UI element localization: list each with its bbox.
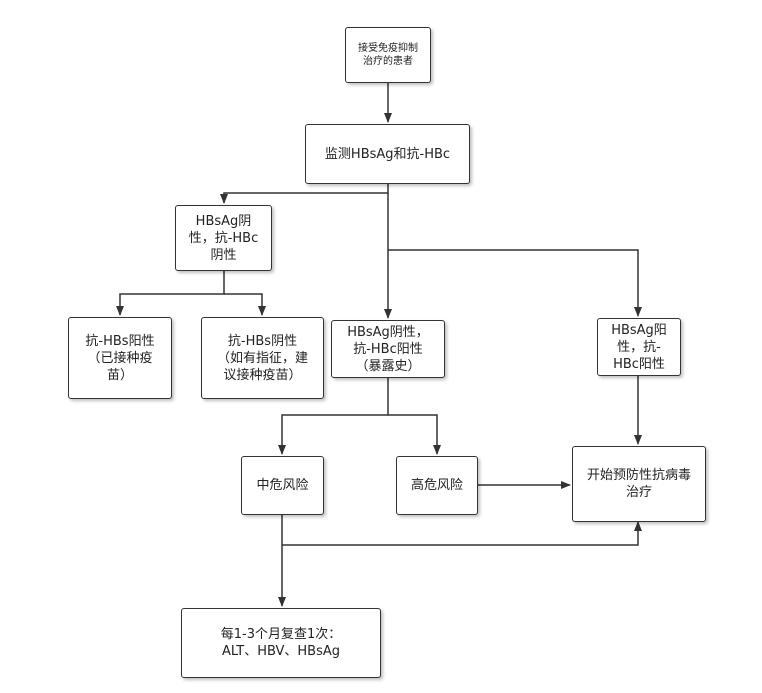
edge-monitor-pospos: [388, 249, 642, 317]
node-negative-negative-label: HBsAg阴 性，抗-HBc 阴性: [188, 213, 259, 263]
node-medium-risk: 中危风险: [241, 456, 324, 515]
node-start-label: 接受免疫抑制 治疗的患者: [358, 43, 418, 67]
node-followup: 每1-3个月复查1次： ALT、HBV、HBsAg: [181, 608, 381, 678]
node-negative-positive-exposure: HBsAg阴性， 抗-HBc阳性 （暴露史）: [331, 320, 445, 378]
node-negative-negative: HBsAg阴 性，抗-HBc 阴性: [175, 205, 272, 271]
edge-negpos-high: [388, 414, 441, 455]
node-anti-hbs-negative-label: 抗-HBs阴性 （如有指征，建 议接种疫苗）: [216, 333, 308, 383]
edge-negneg-split: [116, 271, 225, 316]
node-anti-hbs-positive-label: 抗-HBs阳性 （已接种疫 苗）: [85, 333, 155, 383]
node-start-antiviral-label: 开始预防性抗病毒 治疗: [586, 468, 691, 500]
node-positive-positive-label: HBsAg阳 性，抗- HBc阳性: [611, 322, 667, 372]
edge-monitor-negneg: [220, 184, 389, 204]
edge-negneg-hbsneg: [224, 293, 266, 316]
node-monitor: 监测HBsAg和抗-HBc: [305, 124, 470, 184]
node-anti-hbs-positive: 抗-HBs阳性 （已接种疫 苗）: [68, 317, 172, 399]
node-negative-positive-exposure-label: HBsAg阴性， 抗-HBc阳性 （暴露史）: [347, 324, 429, 374]
edge-medium-antiviral: [282, 521, 642, 546]
node-anti-hbs-negative: 抗-HBs阴性 （如有指征，建 议接种疫苗）: [201, 317, 324, 399]
node-high-risk: 高危风险: [396, 456, 478, 515]
edge-negpos-medium: [278, 378, 389, 455]
node-medium-risk-label: 中危风险: [256, 478, 309, 493]
node-followup-label: 每1-3个月复查1次： ALT、HBV、HBsAg: [220, 627, 342, 659]
node-start: 接受免疫抑制 治疗的患者: [345, 27, 431, 83]
node-start-antiviral: 开始预防性抗病毒 治疗: [572, 446, 706, 522]
node-monitor-label: 监测HBsAg和抗-HBc: [324, 146, 451, 162]
node-positive-positive: HBsAg阳 性，抗- HBc阳性: [597, 318, 681, 376]
node-high-risk-label: 高危风险: [410, 478, 463, 493]
